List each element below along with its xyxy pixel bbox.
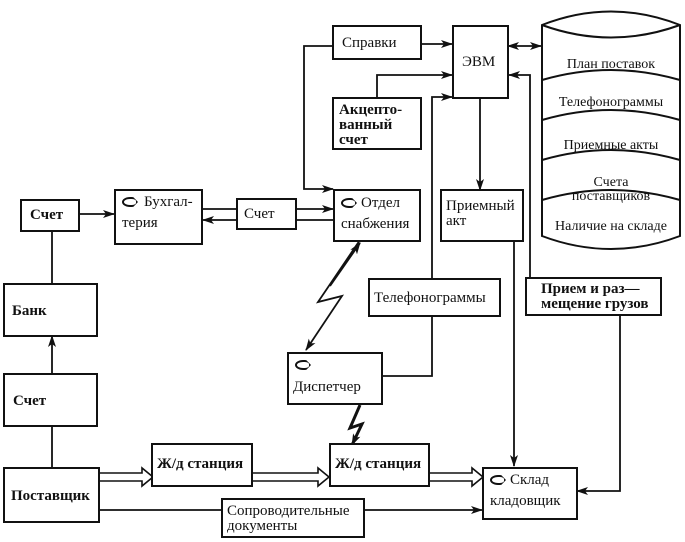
node-schet-top: Счет (20, 199, 80, 232)
edge-priem-sklad (576, 315, 621, 495)
node-label: Ж/д станция (335, 456, 422, 472)
node-label: Ж/д станция (157, 456, 244, 472)
db-section-scheta: Счета поставщиков (571, 175, 651, 204)
db-section-nalichie: Наличие на складе (555, 219, 667, 234)
node-evm: ЭВМ (452, 25, 509, 99)
db-section-plan: План поставок (566, 57, 656, 72)
document-icon (295, 360, 311, 370)
node-label: Счет (244, 206, 275, 222)
node-label: Приемный акт (446, 198, 515, 229)
node-label: Отдел (361, 195, 400, 211)
database-cylinder (541, 10, 681, 250)
node-label: Диспетчер (293, 379, 361, 395)
node-otdel-snabzhenia: Отдел снабжения (333, 189, 421, 242)
node-zhd-stancia-1: Ж/д станция (151, 443, 253, 487)
db-section-priemnye-akty: Приемные акты (563, 138, 659, 153)
node-label: ЭВМ (462, 54, 496, 70)
node-buhgalteria: Бухгал-терия (114, 189, 203, 245)
node-label: Бухгал- (144, 194, 193, 210)
edge-otdel-disp-lightning (305, 239, 361, 351)
node-label: Телефонограммы (374, 290, 486, 306)
edge-tel-evm (431, 93, 453, 285)
node-telefonogrammy: Телефонограммы (368, 278, 501, 317)
node-label-line2: терия (122, 215, 158, 231)
edge-disp-zhd-lightning (347, 404, 365, 446)
document-icon (490, 475, 506, 485)
node-dispetcher: Диспетчер (287, 352, 383, 405)
node-label-line2: кладовщик (490, 493, 561, 509)
edge-tel-disp (380, 316, 433, 377)
node-zhd-stancia-2: Ж/д станция (329, 443, 430, 487)
node-schet-bottom: Счет (3, 373, 98, 427)
node-label: Прием и раз— мещение грузов (541, 281, 649, 312)
node-label: Банк (12, 303, 47, 319)
node-priemny-akt: Приемный акт (440, 189, 524, 242)
node-label: Акцепто- ванный счет (339, 102, 403, 148)
node-sklad: Склад кладовщик (482, 467, 578, 520)
node-label: Справки (342, 35, 397, 51)
edge-zhd1-zhd2-cargo (251, 466, 331, 488)
node-label: Склад (510, 472, 550, 488)
edge-otdel-arrowhead (329, 242, 361, 287)
node-schet-mid: Счет (236, 198, 297, 230)
node-akcept: Акцепто- ванный счет (332, 97, 422, 150)
node-priem-gruzov: Прием и раз— мещение грузов (525, 277, 662, 316)
node-label-line2: снабжения (341, 216, 410, 232)
document-icon (122, 197, 138, 207)
edge-post-zhd1-cargo (98, 466, 155, 488)
node-label: Счет (13, 393, 47, 409)
node-spravki: Справки (332, 25, 422, 60)
node-label: Поставщик (11, 488, 90, 504)
node-soprovod-dokumenty: Сопроводительные документы (221, 498, 365, 538)
node-bank: Банк (3, 283, 98, 337)
node-label: Счет (30, 207, 64, 223)
db-section-telefonogrammy: Телефонограммы (558, 95, 664, 110)
document-icon (341, 198, 357, 208)
edge-zhd2-sklad-cargo (428, 466, 485, 488)
node-label: Сопроводительные документы (227, 503, 350, 534)
edge-akcept-evm (376, 71, 453, 97)
node-postavshik: Поставщик (3, 467, 100, 523)
edge-spravki-otdel (303, 45, 334, 193)
edge-priem-evm (508, 71, 531, 277)
